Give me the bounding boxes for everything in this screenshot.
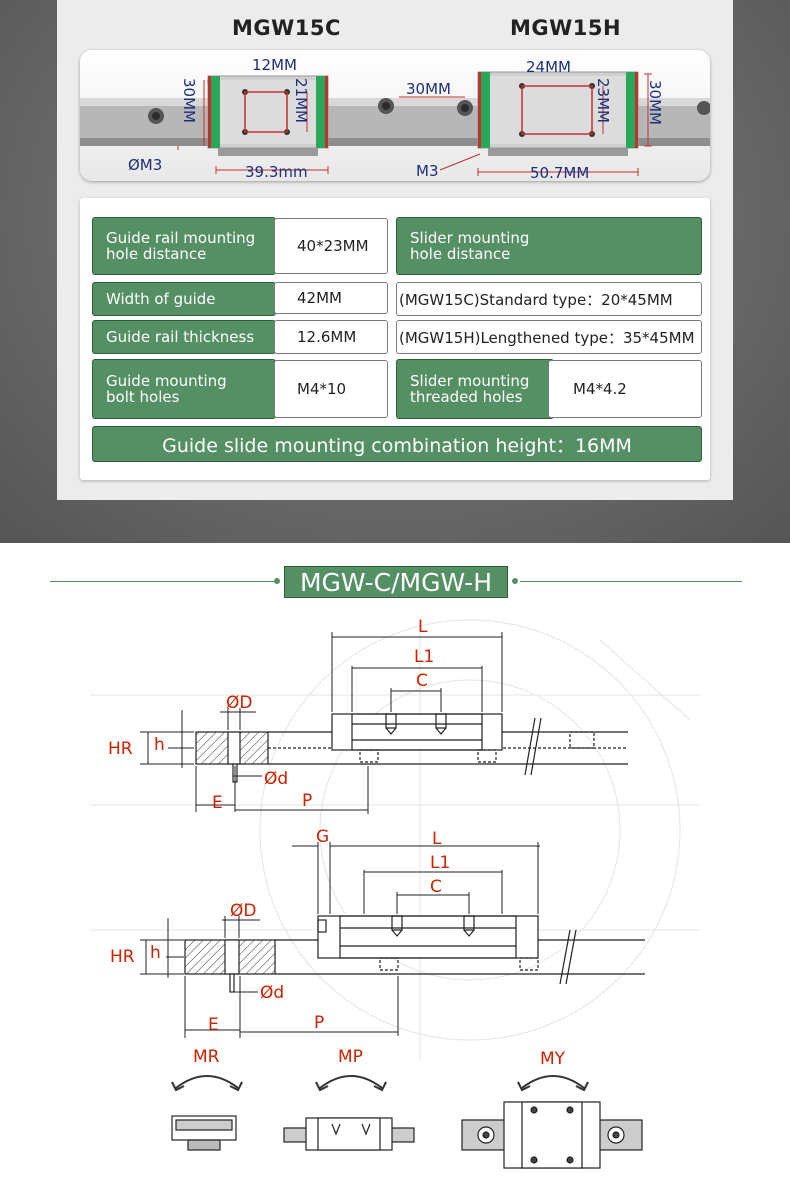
label-D: ØD — [226, 693, 252, 713]
label-G: G — [316, 827, 329, 847]
technical-drawing: L L1 C ØD HR h Ød E P — [90, 617, 700, 1169]
label-E: E — [212, 793, 223, 813]
label-rail-hole-distance-line1: Guide rail mounting — [106, 229, 256, 247]
view-c-labels: L L1 C ØD HR h Ød E P — [108, 617, 434, 813]
label-E-h: E — [208, 1015, 219, 1035]
label-P: P — [302, 791, 312, 811]
value-standard-type: (MGW15C)Standard type：20*45MM — [396, 282, 702, 316]
label-MP: MP — [338, 1047, 363, 1067]
label-C: C — [416, 671, 428, 691]
label-rail-thickness: Guide rail thickness — [92, 320, 276, 354]
value-guide-width: 42MM — [274, 282, 388, 314]
label-MR: MR — [193, 1047, 220, 1067]
label-bolt-holes-line1: Guide mounting — [106, 372, 227, 390]
label-threaded-holes-line1: Slider mounting — [410, 372, 530, 390]
label-d-h: Ød — [260, 983, 284, 1003]
dim-c-length: 39.3mm — [245, 163, 308, 181]
model-label-mgw15h: MGW15H — [510, 16, 622, 40]
section-divider-left — [50, 581, 278, 582]
label-L1-h: L1 — [430, 853, 450, 873]
background-sketch — [90, 619, 700, 1060]
combination-height-bar: Guide slide mounting combination height：… — [92, 426, 702, 462]
dim-h-hole-spacing: 24MM — [526, 58, 571, 76]
label-d: Ød — [264, 769, 288, 789]
label-MY: MY — [540, 1049, 566, 1069]
moment-arrows — [171, 1075, 589, 1092]
dim-h-height: 30MM — [646, 80, 664, 125]
dim-hole-pitch: 30MM — [406, 80, 451, 98]
view-c-dimension-lines — [140, 632, 503, 814]
label-slider-hole-distance-line2: hole distance — [410, 245, 511, 263]
value-rail-thickness: 12.6MM — [274, 320, 388, 354]
dim-rail-hole: ØM3 — [128, 156, 163, 174]
dim-h-length: 50.7MM — [530, 164, 590, 181]
dim-h-inner: 23MM — [594, 78, 612, 123]
label-L-h: L — [432, 829, 442, 849]
value-threaded-holes: M4*4.2 — [548, 360, 702, 418]
product-photo: 12MM 30MM 21MM 30MM ØM3 39.3mm 24MM 23MM… — [80, 50, 710, 181]
dim-c-hole-spacing: 12MM — [252, 56, 297, 74]
section-divider-right — [520, 581, 742, 582]
section-divider-dot-left — [274, 578, 280, 584]
view-h-dimension-lines — [140, 842, 540, 1038]
label-bolt-holes-line2: bolt holes — [106, 388, 180, 406]
dim-c-height: 30MM — [180, 78, 198, 123]
label-HR: HR — [108, 739, 133, 759]
label-HR-h: HR — [110, 947, 135, 967]
value-lengthened-type: (MGW15H)Lengthened type：35*45MM — [396, 320, 702, 354]
value-bolt-holes: M4*10 — [274, 360, 388, 418]
label-h: h — [154, 735, 165, 755]
moment-icons — [171, 1101, 643, 1169]
view-c-outline — [195, 713, 628, 783]
section-title: MGW-C/MGW-H — [284, 566, 508, 598]
label-rail-hole-distance-line2: hole distance — [106, 245, 207, 263]
model-label-mgw15c: MGW15C — [232, 16, 341, 40]
label-L1: L1 — [414, 647, 434, 667]
label-C-h: C — [430, 877, 442, 897]
moment-labels: MR MP MY — [193, 1047, 566, 1069]
label-h-h: h — [150, 943, 161, 963]
label-P-h: P — [314, 1013, 324, 1033]
dim-c-inner: 21MM — [292, 78, 310, 123]
view-h-labels: G L L1 C ØD HR h Ød E P — [110, 827, 450, 1035]
label-D-h: ØD — [230, 901, 256, 921]
label-slider-hole-distance-line1: Slider mounting — [410, 229, 530, 247]
label-L: L — [418, 617, 428, 637]
label-guide-width: Width of guide — [92, 282, 276, 316]
label-threaded-holes-line2: threaded holes — [410, 388, 523, 406]
rail-photo-illustration — [80, 71, 710, 176]
section-divider-dot-right — [512, 578, 518, 584]
dim-h-thread: M3 — [416, 162, 439, 180]
value-rail-hole-distance: 40*23MM — [274, 218, 388, 274]
view-h-outline — [184, 915, 645, 993]
